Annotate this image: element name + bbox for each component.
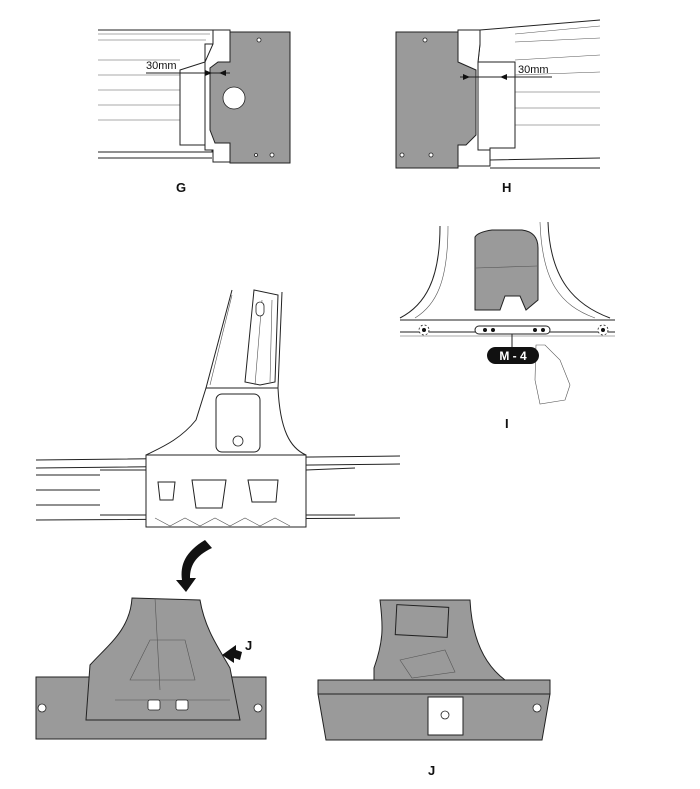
- view-label-h: H: [502, 180, 511, 195]
- dimension-arrow: [205, 70, 212, 76]
- view-label-i: I: [505, 416, 509, 431]
- callout-label-m4: M - 4: [499, 349, 527, 363]
- view-i: M - 4 I: [399, 221, 615, 431]
- dimension-label-h: 30mm: [518, 64, 549, 76]
- replacement-panel: [474, 229, 539, 311]
- direction-arrow: [176, 540, 212, 592]
- panel-hole: [222, 86, 246, 110]
- view-h: 30mm H: [395, 19, 601, 195]
- view-arrow-label-j: J: [245, 638, 252, 653]
- view-label-j: J: [428, 763, 435, 778]
- replacement-panel: [209, 31, 291, 164]
- view-g: 30mm G: [98, 29, 291, 195]
- view-direction-arrow-j: [222, 645, 242, 663]
- panel-left-assembly: [35, 597, 267, 740]
- dimension-label-g: 30mm: [146, 60, 177, 72]
- callout-badge-m4: [487, 347, 539, 364]
- pillar-assembly: [35, 289, 401, 528]
- view-label-g: G: [176, 180, 186, 195]
- replacement-panel: [395, 31, 477, 169]
- view-j: J: [317, 599, 551, 778]
